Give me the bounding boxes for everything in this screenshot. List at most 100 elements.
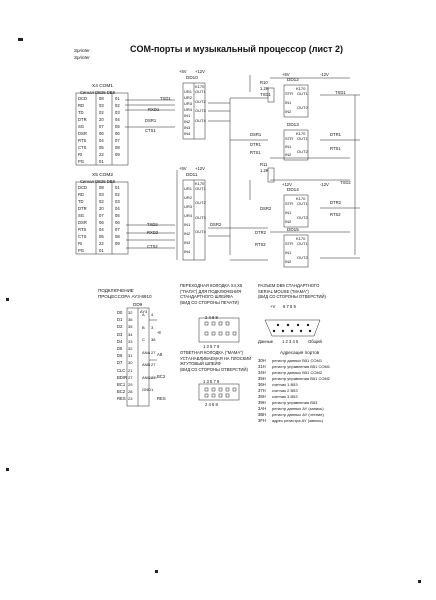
- power-label: +12V: [282, 182, 292, 187]
- pin-db9: 02: [115, 103, 120, 108]
- sound-side-label: A8: [157, 352, 163, 357]
- signal-label: RXD1: [148, 107, 160, 112]
- chip-pin: OUT3: [195, 108, 206, 114]
- chip-pin: OUT2: [297, 215, 308, 221]
- page-title: COM-порты и музыкальный процессор (лист …: [130, 44, 343, 54]
- port-address: 34H: [258, 370, 266, 375]
- pin-db25: 20: [99, 117, 104, 122]
- signal-label: DSR2: [210, 222, 222, 227]
- sound-pin-name: ANA: [142, 349, 151, 355]
- pin-db25: 01: [99, 248, 104, 253]
- chip-pin: OUT4: [195, 229, 206, 235]
- sound-pin-number: 23: [128, 396, 133, 402]
- chip-part: K170: [195, 181, 205, 186]
- sound-pin-number: 3: [151, 324, 154, 330]
- sound-pin-name: D2: [117, 324, 123, 330]
- chip-part: K170: [296, 131, 306, 136]
- pin-row: 2 4 6 8: [205, 315, 218, 320]
- sound-pin-name: B: [142, 324, 145, 330]
- port-address: 30H: [258, 358, 266, 363]
- pin-row: 1 2 3 4 5: [282, 339, 299, 344]
- port-address: 3BH: [258, 412, 267, 417]
- sound-pin-name: ANC: [142, 374, 151, 380]
- chip-pin: IN2: [285, 259, 292, 264]
- pin-row: 1 3 5 7 9: [203, 344, 220, 349]
- port-description: регистр управления В51 COM1: [272, 364, 331, 369]
- signal-name: CTS: [78, 145, 87, 150]
- power-label: +12V: [195, 166, 205, 171]
- port-description: регистр управления В51 COM2: [272, 376, 331, 381]
- caption: ПОДКЛЮЧЕНИЕ: [98, 288, 134, 293]
- signal-name: RI: [78, 152, 83, 157]
- pin-db9: 09: [115, 241, 120, 246]
- signal-label: RTS1: [330, 146, 341, 151]
- signal-name: DCD: [78, 96, 88, 101]
- chip-name: DD12: [287, 77, 299, 82]
- chip-pin: UR2: [184, 95, 193, 100]
- signal-label: TXD1: [160, 96, 171, 101]
- pin-db25: 07: [99, 213, 104, 218]
- sound-pin-number: 4: [151, 312, 154, 317]
- chip-pin: IN1: [285, 210, 292, 215]
- signal-label: DSR1: [250, 132, 262, 137]
- sound-side-label: BC2: [157, 374, 166, 379]
- port-address: 3AH: [258, 406, 267, 411]
- signal-name: RTS: [78, 138, 87, 143]
- caption: (ВИД СО СТОРОНЫ ПЕЧАТИ): [180, 299, 239, 305]
- chip-pin: OUT2: [297, 255, 308, 261]
- pin-db9: 03: [115, 199, 120, 204]
- pin-db25: 04: [99, 227, 104, 232]
- pin-db9: 04: [115, 206, 120, 211]
- sound-pin-number: 27: [151, 362, 156, 367]
- sound-pin-number: 29: [128, 382, 133, 387]
- chip-pin: OUT2: [297, 105, 308, 111]
- sound-pin-name: A: [142, 312, 145, 317]
- resistor-label: R10: [260, 80, 268, 85]
- connector-label: X4 COM1: [92, 84, 114, 89]
- signal-label: RTS1: [250, 150, 261, 155]
- pin-row: 6 7 8 9: [283, 304, 296, 309]
- sound-pin-name: D4: [117, 338, 123, 344]
- sound-pin-name: CLC: [117, 367, 126, 373]
- signal-name: DCD: [78, 185, 88, 190]
- pin-db25: 05: [99, 145, 104, 150]
- pin-db9: 08: [115, 145, 120, 150]
- sound-pin-name: BDIR: [117, 374, 128, 380]
- chip-name: DD15: [287, 227, 299, 232]
- chip-part: K170: [296, 86, 306, 91]
- port-description: регистр данных AY (чтение): [272, 412, 324, 417]
- port-description: регистр данных В51 COM1: [272, 358, 323, 363]
- pin-db9: 05: [115, 213, 120, 218]
- chip-pin: STR: [285, 201, 293, 206]
- scan-mark: [155, 570, 158, 573]
- connector-header: Сигнал DB25 DB9: [80, 90, 115, 95]
- caption: (ВИД СО СТОРОНЫ ОТВЕРСТИЙ): [180, 366, 248, 372]
- caption: SERIAL MOUSE ("МАМА"): [258, 288, 309, 294]
- chip-pin: UR3: [184, 101, 193, 106]
- resistor-value: 1.2K: [260, 168, 269, 173]
- power-label: +5V: [179, 166, 187, 171]
- signal-label: RTS2: [255, 242, 266, 247]
- chip-pin: IN2: [285, 219, 292, 224]
- pin-db9: 07: [115, 227, 120, 232]
- pin-db25: 01: [99, 159, 104, 164]
- pin-db9: 08: [115, 234, 120, 239]
- logo-line: Sprinter: [74, 55, 90, 60]
- signal-name: SG: [78, 213, 85, 218]
- chip-pin: IN1: [184, 113, 191, 118]
- chip-name: DD11: [186, 172, 198, 177]
- signal-label: DTR2: [255, 230, 266, 235]
- sound-pin-name: D7: [117, 360, 123, 366]
- connector-label: X5 COM2: [92, 173, 114, 178]
- chip-part: K170: [195, 84, 205, 89]
- sound-pin-name: BC2: [117, 389, 126, 395]
- pin-db25: 03: [99, 192, 104, 197]
- pin-db9: 01: [115, 96, 120, 101]
- signal-label: DTR1: [330, 132, 341, 137]
- chip-pin: IN2: [184, 119, 191, 124]
- pin-db25: 08: [99, 185, 104, 190]
- scan-mark: [18, 38, 23, 41]
- chip-pin: STR: [285, 136, 293, 141]
- pin-db9: 06: [115, 131, 120, 136]
- chip-pin: UR3: [184, 204, 193, 209]
